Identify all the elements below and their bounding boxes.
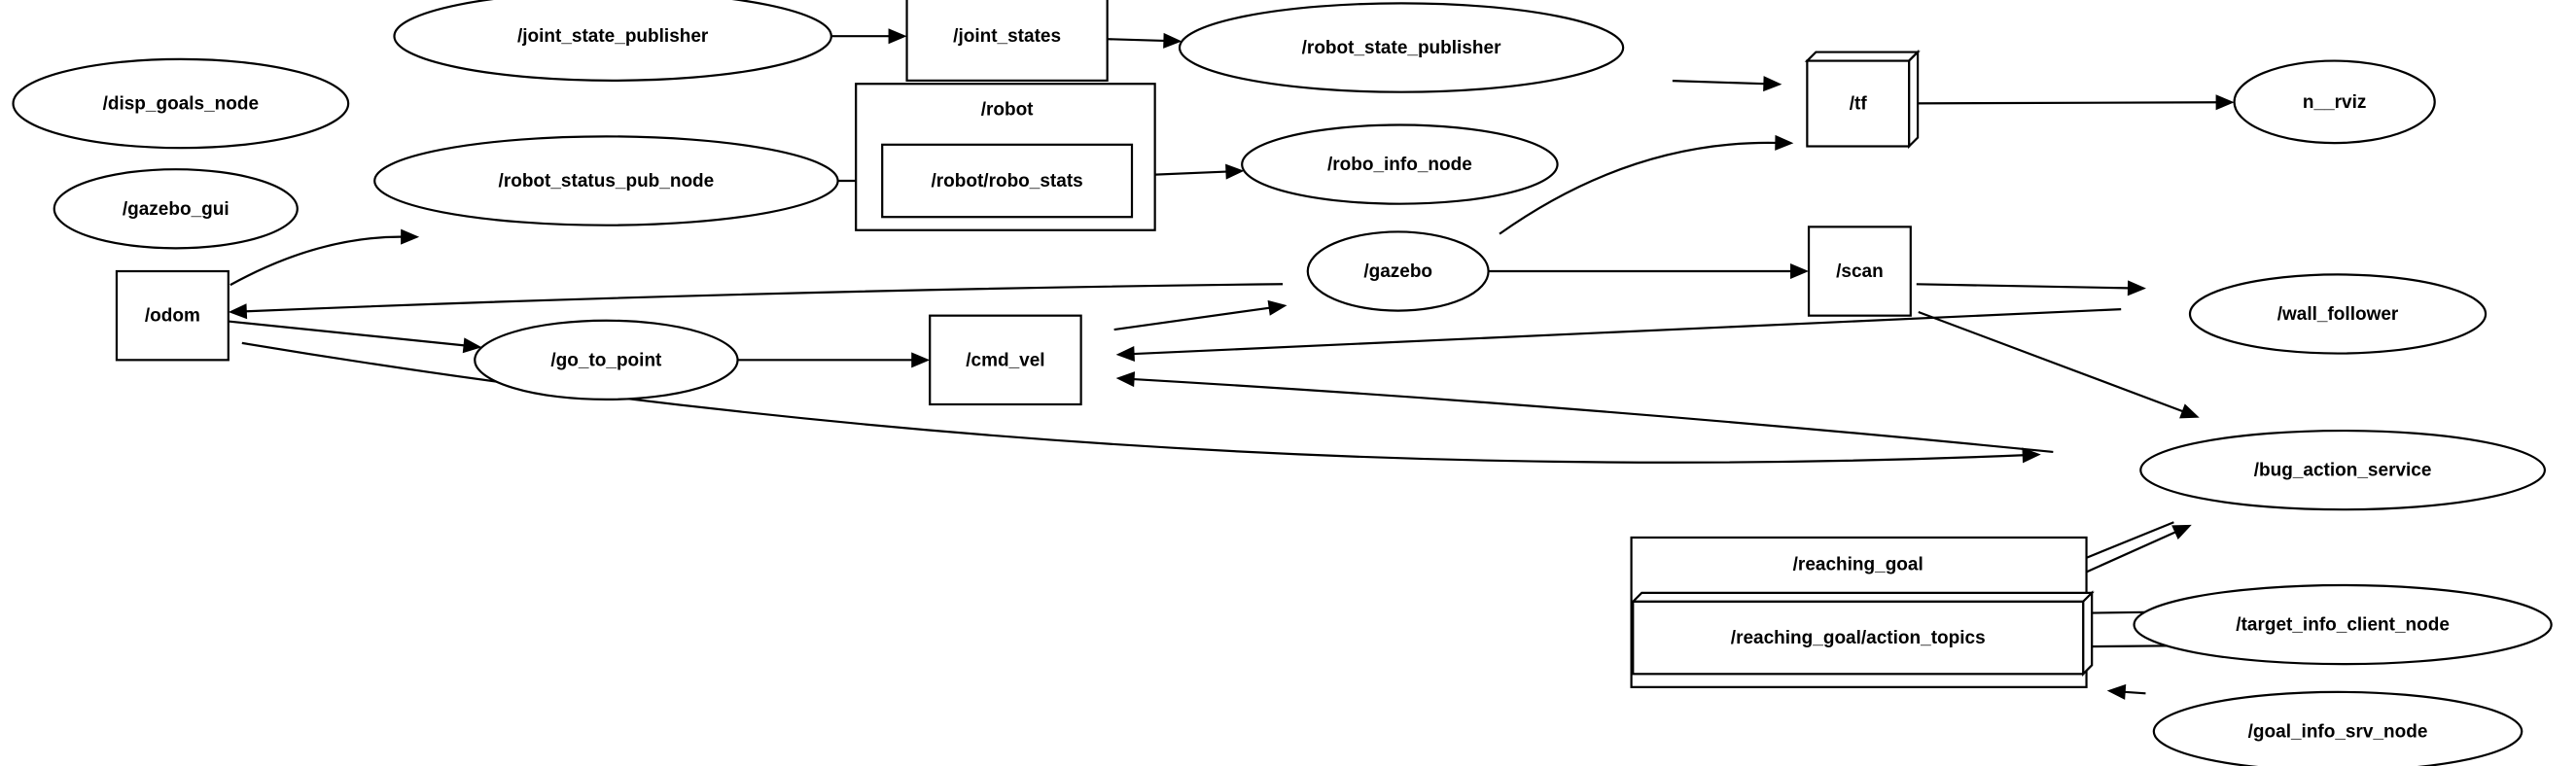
graph-edge-joint_states-to-robot_state_publisher bbox=[1107, 32, 1182, 49]
graph-node-target_info_client_node[interactable]: /target_info_client_node bbox=[2133, 583, 2553, 666]
edge-arrowhead bbox=[1225, 163, 1245, 180]
graph-edge-gazebo-to-tf bbox=[1499, 134, 1794, 235]
graph-edge-gazebo-to-odom bbox=[228, 283, 1284, 320]
node-ellipse[interactable] bbox=[373, 135, 839, 226]
graph-node-reaching_goal_action_topics[interactable]: /reaching_goal/action_topics bbox=[1630, 590, 2095, 677]
graph-edge-robot_state_publisher-to-tf bbox=[1672, 76, 1782, 92]
graph-edge-go_to_point-to-cmd_vel bbox=[737, 352, 931, 368]
graph-node-robot_robo_stats[interactable]: /robot/robo_stats bbox=[881, 143, 1134, 219]
edge-arrowhead bbox=[2127, 280, 2146, 296]
graph-node-robo_info_node[interactable]: /robo_info_node bbox=[1241, 123, 1559, 205]
graph-node-goal_info_srv_node[interactable]: /goal_info_srv_node bbox=[2152, 690, 2523, 766]
node-box3d-front-face[interactable] bbox=[1806, 59, 1911, 148]
edge-line bbox=[1107, 38, 1165, 43]
graph-node-wall_follower[interactable]: /wall_follower bbox=[2188, 273, 2488, 355]
graph-edge-scan-to-wall_follower bbox=[1916, 280, 2146, 296]
edge-line bbox=[1918, 310, 2184, 413]
edge-arrowhead bbox=[401, 228, 420, 245]
graph-edge-wall_follower-to-cmd_vel bbox=[1115, 308, 2122, 363]
node-ellipse[interactable] bbox=[2133, 583, 2553, 666]
node-box[interactable] bbox=[905, 0, 1109, 82]
graph-node-joint_states[interactable]: /joint_states bbox=[905, 0, 1109, 82]
edge-arrowhead bbox=[911, 352, 931, 368]
graph-node-go_to_point[interactable]: /go_to_point bbox=[474, 319, 739, 401]
edge-arrowhead bbox=[888, 28, 907, 45]
edge-line bbox=[1672, 80, 1765, 86]
edge-line bbox=[1499, 141, 1777, 235]
edge-arrowhead bbox=[1763, 76, 1782, 92]
node-box[interactable] bbox=[929, 314, 1082, 406]
edge-line bbox=[1916, 283, 2129, 290]
graph-node-robot_status_pub_node[interactable]: /robot_status_pub_node bbox=[373, 135, 839, 226]
edge-arrowhead bbox=[2171, 524, 2192, 540]
edge-arrowhead bbox=[1115, 371, 1136, 388]
node-ellipse[interactable] bbox=[2152, 690, 2523, 766]
node-box3d-top-face bbox=[1804, 51, 1921, 62]
edge-arrowhead bbox=[462, 337, 482, 354]
graph-edge-cmd_vel-to-gazebo bbox=[1113, 299, 1288, 331]
graph-node-gazebo_gui[interactable]: /gazebo_gui bbox=[53, 168, 299, 250]
node-ellipse[interactable] bbox=[53, 168, 299, 250]
node-box[interactable] bbox=[1807, 226, 1912, 317]
edge-arrowhead bbox=[2106, 683, 2127, 700]
edge-arrowhead bbox=[228, 303, 248, 320]
graph-edge-gazebo-to-scan bbox=[1488, 263, 1810, 280]
edge-line bbox=[229, 235, 403, 287]
graph-edge-reaching_goal_action_topics-to-goal_info_srv_node bbox=[2106, 683, 2146, 700]
edge-line bbox=[1113, 306, 1270, 331]
graph-node-bug_action_service[interactable]: /bug_action_service bbox=[2139, 429, 2547, 511]
node-ellipse[interactable] bbox=[2139, 429, 2547, 511]
node-ellipse[interactable] bbox=[2188, 273, 2488, 355]
node-box3d-side-face bbox=[1908, 49, 1920, 150]
edge-arrowhead bbox=[1163, 32, 1182, 49]
graph-node-gazebo[interactable]: /gazebo bbox=[1306, 230, 1490, 312]
graph-node-joint_state_publisher[interactable]: /joint_state_publisher bbox=[393, 0, 832, 82]
node-ellipse[interactable] bbox=[1241, 123, 1559, 205]
node-ellipse[interactable] bbox=[474, 319, 739, 401]
edge-arrowhead bbox=[2215, 94, 2235, 111]
graph-node-odom[interactable]: /odom bbox=[115, 269, 229, 362]
graph-node-robot_state_publisher[interactable]: /robot_state_publisher bbox=[1178, 2, 1625, 93]
edge-arrowhead bbox=[1267, 299, 1288, 316]
node-ellipse[interactable] bbox=[1178, 2, 1625, 93]
edge-line bbox=[1909, 101, 2217, 105]
node-box3d-front-face[interactable] bbox=[1632, 600, 2085, 676]
node-ellipse[interactable] bbox=[2233, 59, 2436, 145]
edge-arrowhead bbox=[2022, 447, 2041, 464]
edge-line bbox=[1133, 377, 2054, 454]
graph-edge-odom-to-robot_status_pub_node bbox=[229, 228, 420, 287]
graph-node-cmd_vel[interactable]: /cmd_vel bbox=[929, 314, 1082, 406]
edge-arrowhead bbox=[1790, 263, 1810, 280]
graph-node-n__rviz[interactable]: n__rviz bbox=[2233, 59, 2436, 145]
node-ellipse[interactable] bbox=[393, 0, 832, 82]
graph-edge-bug_action_service-to-cmd_vel bbox=[1115, 371, 2054, 454]
edge-arrowhead bbox=[1115, 346, 1135, 363]
graph-edge-scan-to-bug_action_service bbox=[1918, 310, 2200, 419]
edge-arrowhead bbox=[2179, 403, 2200, 419]
edge-line bbox=[2124, 690, 2146, 695]
node-box3d-side-face bbox=[2082, 590, 2094, 677]
graph-edge-odom-to-go_to_point bbox=[228, 320, 482, 354]
node-ellipse[interactable] bbox=[1306, 230, 1490, 312]
graph-edge-joint_state_publisher-to-joint_states bbox=[830, 28, 907, 45]
node-box3d-top-face bbox=[1630, 591, 2095, 604]
edge-line bbox=[245, 283, 1284, 313]
graph-edge-tf-to-n__rviz bbox=[1909, 94, 2235, 111]
edge-line bbox=[228, 320, 465, 347]
graph-node-disp_goals_node[interactable]: /disp_goals_node bbox=[12, 57, 350, 150]
edge-line bbox=[1133, 308, 2122, 356]
graph-node-tf[interactable]: /tf bbox=[1804, 49, 1921, 150]
node-ellipse[interactable] bbox=[12, 57, 350, 150]
graph-node-scan[interactable]: /scan bbox=[1807, 226, 1912, 317]
node-box[interactable] bbox=[881, 143, 1134, 219]
nodes-layer[interactable]: /disp_goals_node/joint_state_publisher/j… bbox=[12, 0, 2553, 766]
edge-arrowhead bbox=[1775, 134, 1794, 151]
node-box[interactable] bbox=[115, 269, 229, 362]
